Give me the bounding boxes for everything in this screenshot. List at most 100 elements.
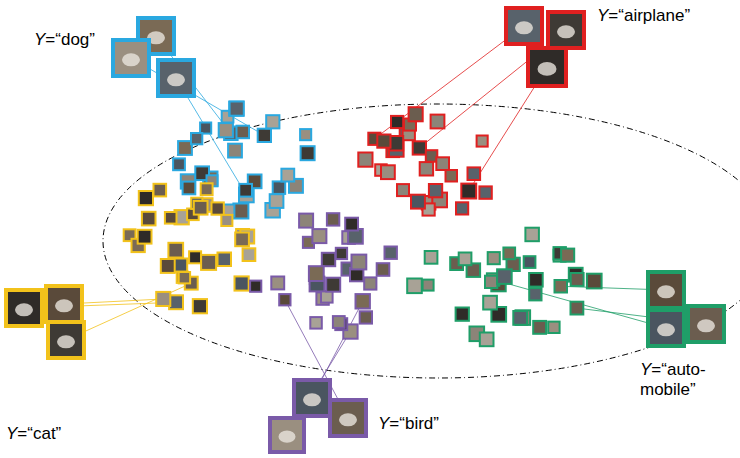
thumbnail: [352, 255, 367, 270]
thumbnail: [221, 215, 232, 226]
thumbnail: [381, 165, 395, 179]
class-label: Y=“auto- mobile”: [640, 360, 732, 399]
thumbnail: [480, 333, 494, 347]
thumbnail: [322, 253, 335, 266]
thumbnail: [233, 204, 248, 219]
thumbnail: [327, 213, 339, 225]
thumbnail: [397, 184, 409, 196]
thumbnail: [377, 263, 390, 276]
thumbnail: [154, 184, 167, 197]
example-image: [648, 310, 684, 346]
class-label: Y=“dog”: [34, 30, 95, 50]
thumbnail: [312, 229, 326, 243]
example-image: [330, 400, 366, 436]
example-subject: [167, 73, 185, 86]
thumbnail: [142, 212, 156, 226]
thumbnail: [138, 230, 152, 244]
thumbnail: [229, 102, 243, 116]
thumbnail: [524, 256, 536, 268]
thumbnail: [587, 274, 602, 289]
thumbnail: [477, 136, 488, 147]
thumbnail: [459, 253, 472, 266]
example-subject: [57, 335, 75, 348]
thumbnail: [525, 228, 539, 242]
thumbnail: [193, 299, 207, 313]
thumbnail: [270, 194, 284, 208]
region-ellipse: [103, 104, 740, 378]
thumbnail: [483, 296, 497, 310]
thumbnail: [571, 302, 584, 315]
thumbnail: [468, 167, 481, 180]
thumbnail: [230, 102, 244, 116]
thumbnail: [201, 183, 213, 195]
thumbnail: [271, 277, 284, 290]
thumbnail: [299, 214, 313, 228]
thumbnail: [219, 123, 233, 137]
thumbnail: [310, 317, 322, 329]
thumbnail: [533, 321, 546, 334]
thumbnail: [446, 170, 458, 182]
example-image: [688, 306, 724, 342]
example-image: [528, 48, 566, 86]
thumbnail: [485, 276, 497, 288]
example-image: [46, 286, 82, 322]
thumbnail: [243, 248, 256, 261]
thumbnail: [326, 278, 340, 292]
thumbnail: [436, 157, 449, 170]
thumbnail: [321, 291, 333, 303]
thumbnail: [555, 280, 568, 293]
thumbnail: [497, 269, 512, 284]
example-subject: [697, 319, 715, 332]
example-image: [48, 322, 84, 358]
example-image: [648, 272, 684, 308]
example-image: [548, 12, 584, 48]
thumbnail: [479, 186, 491, 198]
thumbnail: [156, 292, 170, 306]
thumbnail: [548, 322, 559, 333]
thumbnail: [250, 281, 261, 292]
thumbnail: [333, 316, 345, 328]
example-image: [158, 60, 194, 96]
thumbnail: [165, 212, 177, 224]
thumbnail: [431, 115, 445, 129]
thumbnail: [309, 266, 324, 281]
thumbnail: [529, 273, 543, 287]
thumbnail: [139, 191, 153, 205]
example-image: [6, 290, 42, 326]
example-subject: [538, 62, 557, 76]
example-image: [270, 418, 304, 452]
thumbnail: [503, 248, 515, 260]
class-label: Y=“airplane”: [597, 6, 690, 26]
class-label: Y=“cat”: [6, 424, 61, 444]
thumbnail: [191, 133, 202, 144]
thumbnail: [173, 158, 185, 170]
thumbnail: [423, 280, 434, 291]
thumbnail: [279, 294, 290, 305]
thumbnail: [358, 153, 372, 167]
thumbnail: [239, 184, 252, 197]
example-subject: [122, 53, 140, 66]
thumbnail: [212, 202, 224, 214]
example-image: [506, 8, 542, 44]
thumbnail: [391, 116, 403, 128]
thumbnail: [237, 126, 250, 139]
thumbnail: [364, 277, 376, 289]
thumbnail: [178, 141, 192, 155]
thumbnail: [281, 169, 294, 182]
example-image: [113, 40, 149, 76]
thumbnail: [409, 107, 423, 121]
thumbnail: [194, 201, 208, 215]
thumbnail: [200, 123, 211, 134]
example-subject: [339, 413, 357, 426]
thumbnail: [183, 182, 196, 195]
thumbnail: [360, 311, 372, 323]
example-subject: [557, 25, 575, 38]
thumbnail: [513, 311, 527, 325]
example-subject: [279, 431, 296, 443]
thumbnail: [411, 195, 425, 209]
thumbnail: [561, 249, 574, 262]
thumbnail: [488, 252, 500, 264]
thumbnail: [273, 181, 286, 194]
thumbnail: [174, 259, 187, 272]
